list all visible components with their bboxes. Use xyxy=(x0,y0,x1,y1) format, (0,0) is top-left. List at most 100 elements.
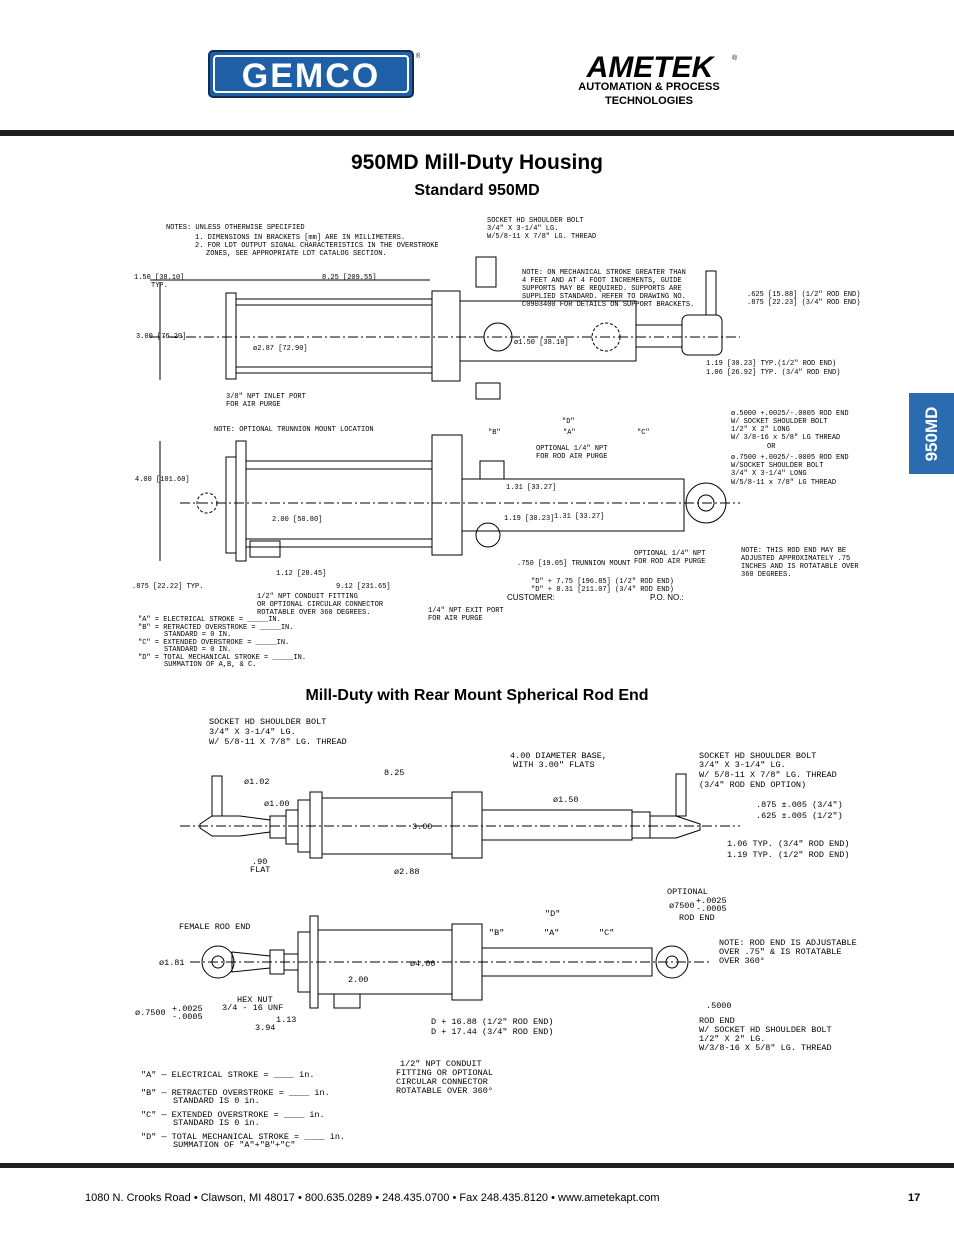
dim-750: .750 [19.05] TRUNNION MOUNT xyxy=(517,560,630,568)
bolt-note: SOCKET HD SHOULDER BOLT xyxy=(209,717,326,727)
dim-912: 9.12 [231.65] xyxy=(336,583,391,591)
bolt2-note: (3/4" ROD END OPTION) xyxy=(699,780,806,790)
svg-text:1/2" X 2" LONG: 1/2" X 2" LONG xyxy=(731,426,790,434)
gemco-logo: GEMCO ® xyxy=(208,50,420,98)
opt-dia: ø7500 xyxy=(669,901,695,911)
svg-text:W/5/8-11 x 7/8" LG THREAD: W/5/8-11 x 7/8" LG THREAD xyxy=(731,479,836,487)
page-number: 17 xyxy=(908,1192,921,1204)
customer-label: CUSTOMER: xyxy=(507,593,555,602)
dim-288: ø2.88 xyxy=(394,867,420,877)
svg-text:STANDARD = 0 IN.: STANDARD = 0 IN. xyxy=(164,631,231,639)
adj-note: OVER .75" & IS ROTATABLE xyxy=(719,947,841,957)
svg-text:®: ® xyxy=(732,54,738,62)
inlet-note: FOR AIR PURGE xyxy=(226,401,281,409)
female-label: FEMALE ROD END xyxy=(179,922,250,932)
conduit-note: ROTATABLE OVER 360 DEGREES. xyxy=(257,609,370,617)
bolt-note: 3/4" X 3-1/4" LG. xyxy=(209,727,296,737)
svg-text:"C" — EXTENDED OVERSTROKE = __: "C" — EXTENDED OVERSTROKE = ____ in. xyxy=(141,1110,325,1120)
label-c: "C" xyxy=(599,928,614,938)
dim-100: ø1.00 xyxy=(264,799,290,809)
svg-text:ø.5000 +.0025/-.0005 ROD END: ø.5000 +.0025/-.0005 ROD END xyxy=(731,410,849,418)
svg-text:360 DEGREES.: 360 DEGREES. xyxy=(741,571,791,579)
dim-150: 1.50 [38.10] xyxy=(134,274,184,282)
notes-block: NOTES: UNLESS OTHERWISE SPECIFIED 1. DIM… xyxy=(166,224,439,258)
bolt-note: W/ 5/8-11 X 7/8" LG. THREAD xyxy=(209,737,347,747)
dim-287: ø2.87 [72.90] xyxy=(253,345,308,353)
dd-dim: D + 16.88 (1/2" ROD END) xyxy=(431,1017,553,1027)
bolt2-note: 3/4" X 3-1/4" LG. xyxy=(699,760,786,770)
dim-825: 8.25 xyxy=(384,768,404,778)
dim-dia150: ø1.50 [38.10] xyxy=(514,339,569,347)
section-title-rod-end: Mill-Duty with Rear Mount Spherical Rod … xyxy=(305,687,649,704)
label-a: "A" xyxy=(563,429,576,437)
dim-400: ø4.00 xyxy=(410,959,436,969)
exit-note: FOR AIR PURGE xyxy=(428,615,483,623)
po-label: P.O. NO.: xyxy=(650,593,684,602)
svg-text:SUMMATION OF A,B, & C.: SUMMATION OF A,B, & C. xyxy=(164,661,256,669)
dim-typ: TYP. xyxy=(151,282,168,290)
dim-200: 2.00 xyxy=(348,975,368,985)
ametek-subtitle-line: AUTOMATION & PROCESS xyxy=(578,81,720,93)
conduit-note: CIRCULAR CONNECTOR xyxy=(396,1077,488,1087)
note-line: 2. FOR LDT OUTPUT SIGNAL CHARACTERISTICS… xyxy=(195,242,439,250)
side-tab: 950MD xyxy=(909,393,954,474)
label-a: "A" xyxy=(544,928,559,938)
svg-text:NOTE: ON MECHANICAL STROKE GRE: NOTE: ON MECHANICAL STROKE GREATER THAN xyxy=(522,269,686,277)
dim-200: 2.00 [50.80] xyxy=(272,516,322,524)
dd-dim: "D" + 8.31 [211.07] (3/4" ROD END) xyxy=(531,586,674,594)
dim-875: .875 [22.22] TYP. xyxy=(132,583,203,591)
svg-text:C0903400 FOR DETAILS ON SUPPOR: C0903400 FOR DETAILS ON SUPPORT BRACKETS… xyxy=(522,301,694,309)
svg-text:STANDARD IS 0 in.: STANDARD IS 0 in. xyxy=(173,1118,260,1128)
stroke-defs: "A" — ELECTRICAL STROKE = ____ in. "B" —… xyxy=(141,1070,345,1150)
trunnion-note: NOTE: OPTIONAL TRUNNION MOUNT LOCATION xyxy=(214,426,374,434)
ametek-logo-text: AMETEK xyxy=(586,52,716,80)
label-c: "C" xyxy=(637,429,650,437)
bottom-rule xyxy=(0,1163,954,1168)
adj-note: OVER 360° xyxy=(719,956,765,966)
flat-label: FLAT xyxy=(250,865,270,875)
bolt2-note: W/ 5/8-11 X 7/8" LG. THREAD xyxy=(699,770,837,780)
svg-text:STANDARD IS 0 in.: STANDARD IS 0 in. xyxy=(173,1096,260,1106)
ametek-logo: AMETEK ® xyxy=(586,52,738,80)
dim-113: 1.13 xyxy=(276,1015,296,1025)
dim-150: ø1.50 xyxy=(553,795,579,805)
note-line: ZONES, SEE APPROPRIATE LDT CATALOG SECTI… xyxy=(206,250,387,258)
svg-text:STANDARD = 0 IN.: STANDARD = 0 IN. xyxy=(164,646,231,654)
ametek-subtitle: AUTOMATION & PROCESS TECHNOLOGIES xyxy=(560,80,738,108)
base-note: WITH 3.00" FLATS xyxy=(513,760,595,770)
typ-dim: 1.19 TYP. (1/2" ROD END) xyxy=(727,850,849,860)
stroke-defs: "A" = ELECTRICAL STROKE = _____IN. "B" =… xyxy=(138,616,306,669)
dim-300: 3.00 [76.20] xyxy=(136,333,186,341)
hex-note: HEX NUT xyxy=(237,995,273,1005)
svg-text:"C" = EXTENDED OVERSTROKE = __: "C" = EXTENDED OVERSTROKE = _____IN. xyxy=(138,639,289,647)
svg-text:INCHES AND IS ROTATABLE OVER: INCHES AND IS ROTATABLE OVER xyxy=(741,563,859,571)
rod-dim: .625 [15.88] (1/2" ROD END) xyxy=(747,291,860,299)
dim-90: .90 xyxy=(252,857,267,867)
bolt-note: W/5/8-11 X 7/8" LG. THREAD xyxy=(487,233,596,241)
exit-note: 1/4" NPT EXIT PORT xyxy=(428,607,504,615)
rod-dim: .625 ±.005 (1/2") xyxy=(756,811,843,821)
label-d: "D" xyxy=(562,418,575,426)
npt-note: OPTIONAL 1/4" NPT xyxy=(634,550,705,558)
rod-notes: ø.5000 +.0025/-.0005 ROD END W/ SOCKET S… xyxy=(731,410,849,487)
svg-text:SUPPLIED STANDARD. REFER TO DR: SUPPLIED STANDARD. REFER TO DRAWING NO. xyxy=(522,293,686,301)
footer-address: 1080 N. Crooks Road • Clawson, MI 48017 … xyxy=(85,1192,660,1204)
dd-dim: D + 17.44 (3/4" ROD END) xyxy=(431,1027,553,1037)
npt-note: OPTIONAL 1/4" NPT xyxy=(536,445,607,453)
dim-131: 1.31 [33.27] xyxy=(506,484,556,492)
opt-tol: -.0005 xyxy=(696,904,727,914)
note-line: NOTES: UNLESS OTHERWISE SPECIFIED xyxy=(166,224,305,232)
svg-text:W/ 3/8-16 x 5/8" LG THREAD: W/ 3/8-16 x 5/8" LG THREAD xyxy=(731,434,840,442)
rod-bolt-note: 1/2" X 2" LG. xyxy=(699,1034,765,1044)
tol: -.0005 xyxy=(172,1012,203,1022)
svg-text:OR: OR xyxy=(767,443,776,451)
dim-394: 3.94 xyxy=(255,1023,275,1033)
dim-181: ø1.81 xyxy=(159,958,185,968)
typ-dim: 1.06 TYP. (3/4" ROD END) xyxy=(727,839,849,849)
page-title: 950MD Mill-Duty Housing xyxy=(350,151,603,174)
rod-bolt-note: ROD END xyxy=(699,1016,735,1026)
svg-text:"B" = RETRACTED OVERSTROKE = _: "B" = RETRACTED OVERSTROKE = _____IN. xyxy=(138,624,293,632)
svg-text:NOTE: THIS ROD END MAY BE: NOTE: THIS ROD END MAY BE xyxy=(741,547,846,555)
dim-119: 1.19 [30.23] xyxy=(504,515,554,523)
adjust-note: NOTE: THIS ROD END MAY BE ADJUSTED APPRO… xyxy=(741,547,859,579)
